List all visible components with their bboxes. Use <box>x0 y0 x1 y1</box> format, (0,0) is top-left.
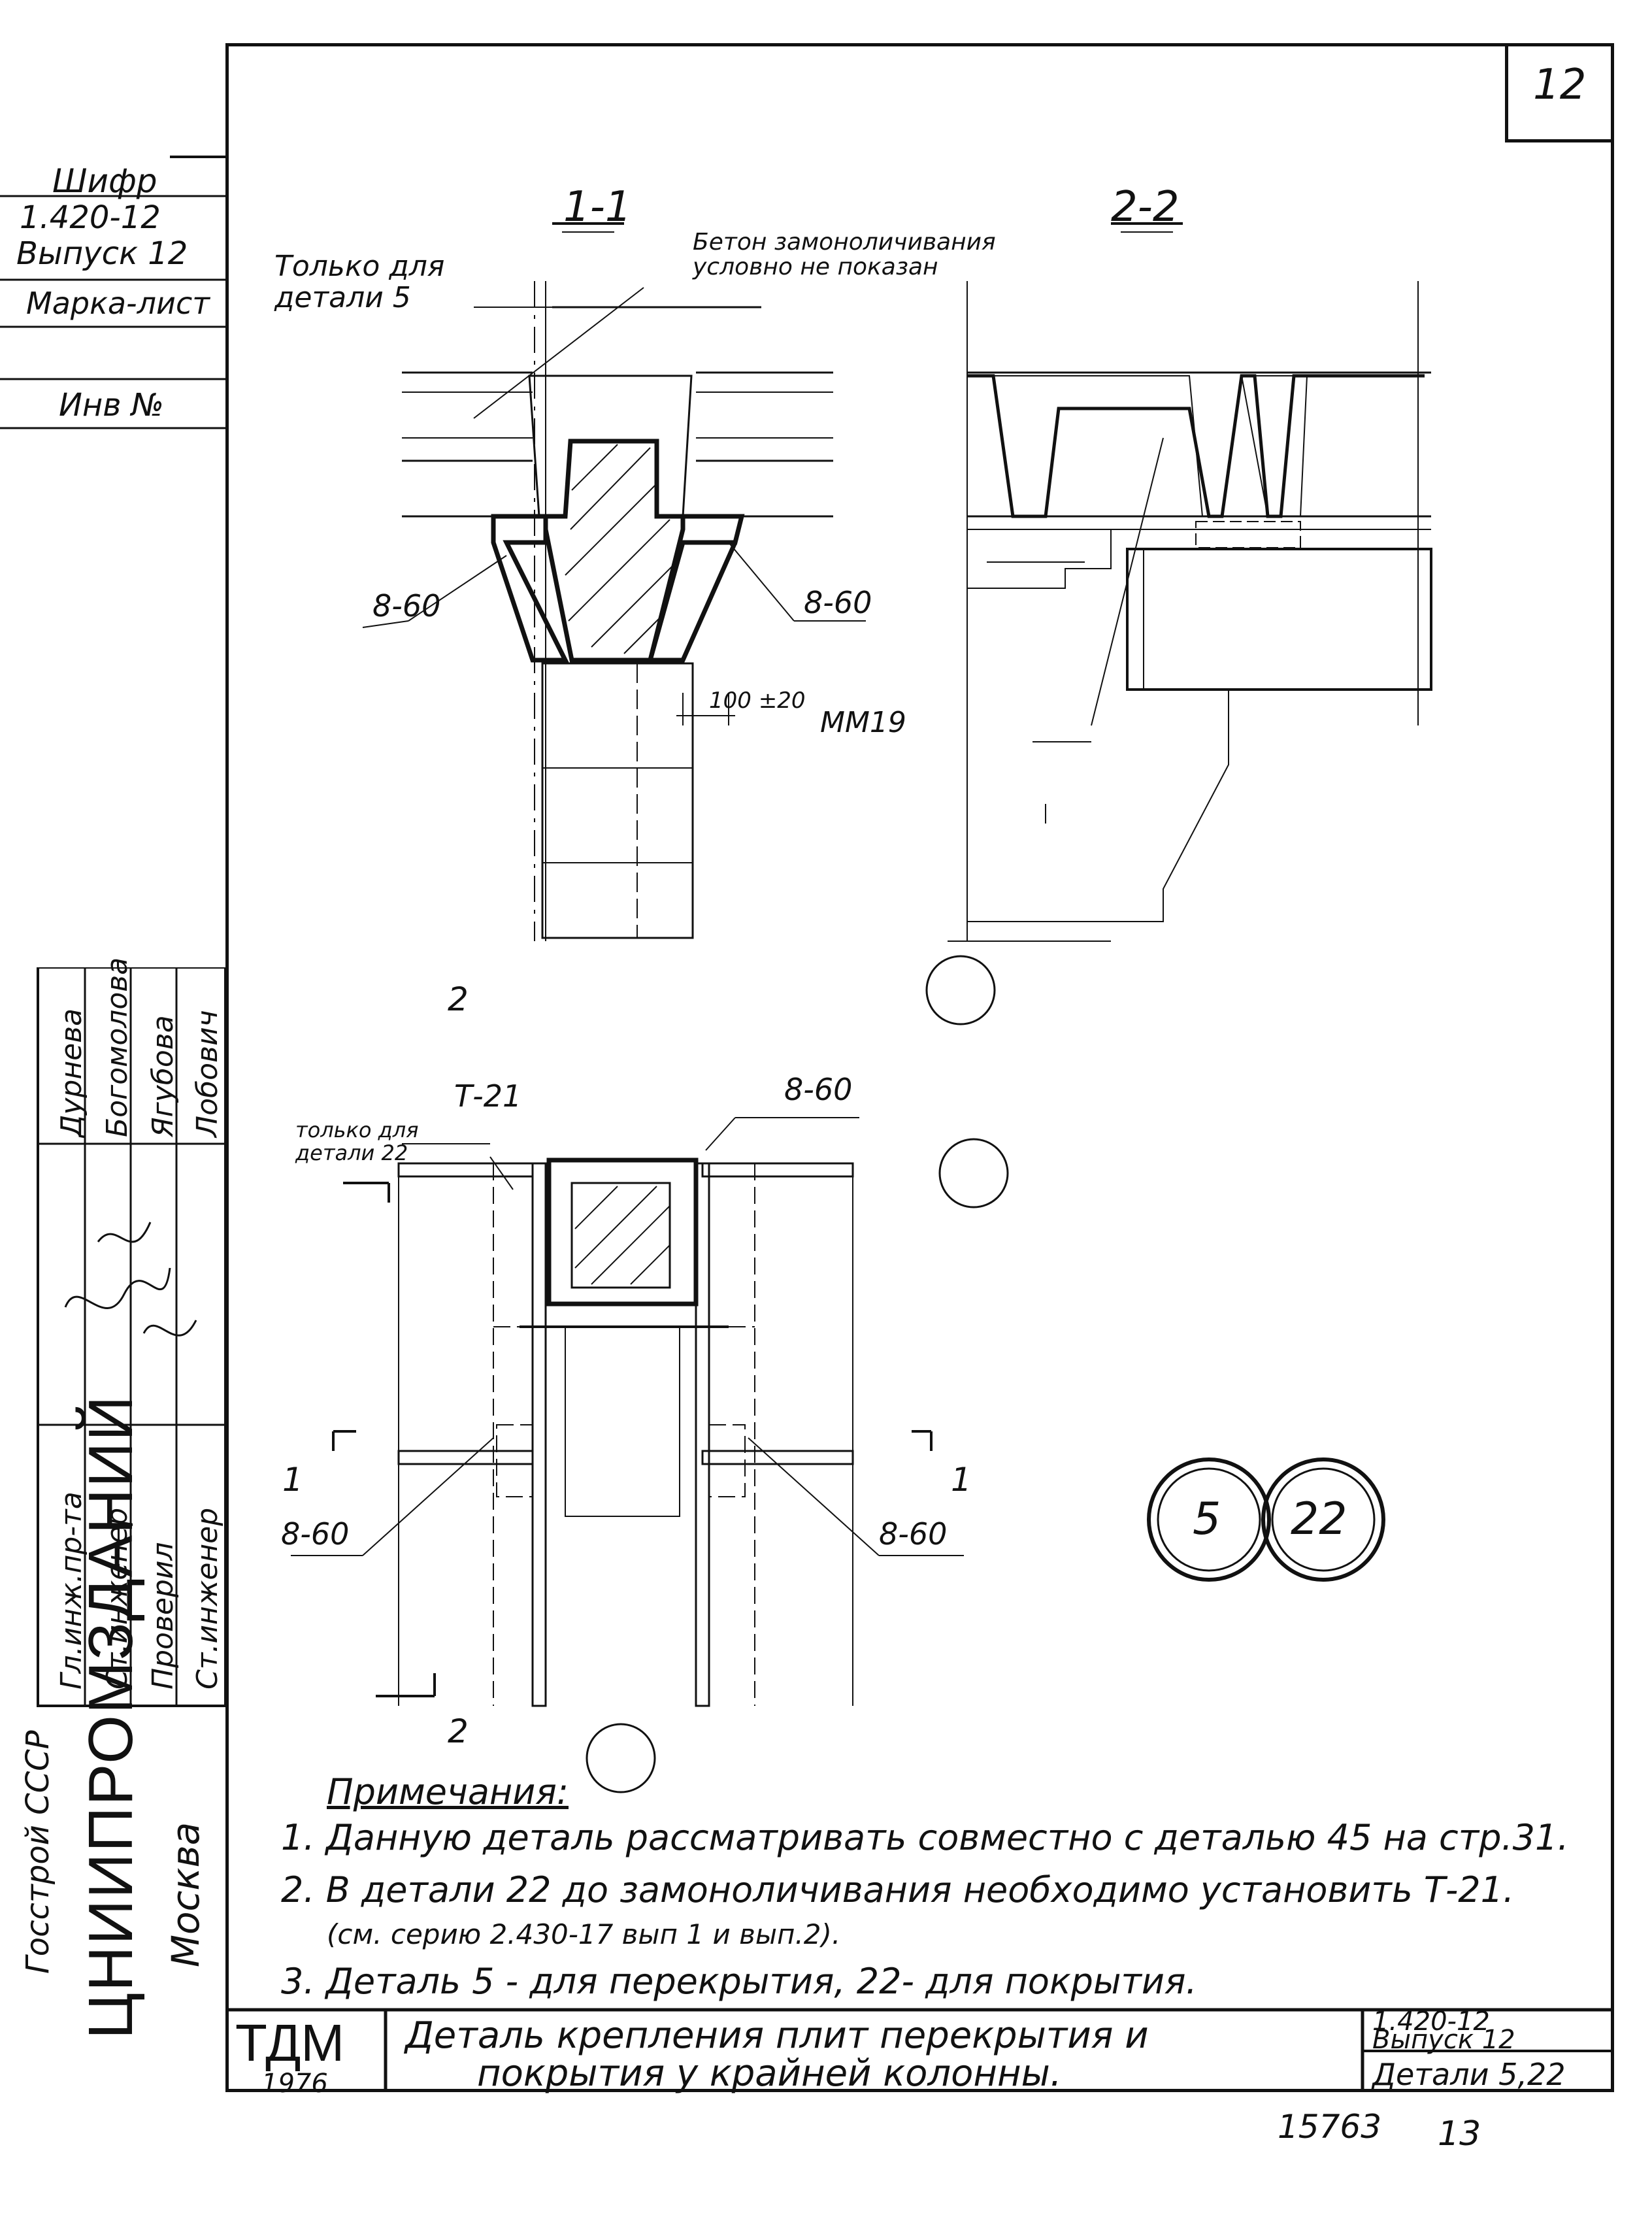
stamp-series: 1.420-12 <box>20 199 161 236</box>
name-3: Ягубова <box>146 1015 180 1137</box>
title-line-1: Деталь крепления плит перекрытия и <box>405 2014 1149 2057</box>
title-series: 1.420-12 <box>1372 2007 1490 2037</box>
organization-name: ЦНИИПРОМЗДАНИЙ <box>76 1394 146 2039</box>
note-3: 3. Деталь 5 - для перекрытия, 22- для по… <box>281 1961 1197 2002</box>
cut-mark-2-top: 2 <box>448 980 469 1018</box>
weld-label-plan-right: 8-60 <box>879 1516 948 1552</box>
detail-5-callout: 5 <box>1193 1493 1221 1545</box>
weld-label-plan-top: 8-60 <box>784 1072 853 1107</box>
role-4: Ст.инженер <box>191 1507 224 1690</box>
stamp-issue: Выпуск 12 <box>16 235 188 272</box>
only-detail5-line1: Только для <box>274 250 445 283</box>
weld-label-plan-left: 8-60 <box>281 1516 350 1552</box>
plan-view-drawing <box>291 1117 964 1707</box>
mark-sheet-label: Марка-лист <box>26 286 210 321</box>
page-number: 13 <box>1438 2114 1481 2154</box>
name-1: Дурнева <box>55 1008 88 1137</box>
name-4: Лобович <box>191 1010 224 1137</box>
title-issue: Выпуск 12 <box>1372 2025 1515 2055</box>
notes-heading: Примечания: <box>327 1771 569 1812</box>
embedded-part-label: ММ19 <box>820 706 906 739</box>
ministry: Госстрой СССР <box>20 1730 56 1974</box>
inv-label: Инв № <box>59 387 164 424</box>
section-1-1-drawing <box>362 222 866 941</box>
sheet-number: 12 <box>1533 61 1587 109</box>
only-detail5-line2: детали 5 <box>274 281 411 314</box>
note-2-ref: (см. серию 2.430-17 вып 1 и вып.2). <box>327 1918 841 1950</box>
cipher-label: Шифр <box>52 162 157 200</box>
publisher-logo: ТДМ <box>235 2014 345 2072</box>
detail-22-callout: 22 <box>1291 1493 1347 1545</box>
note-1: 1. Данную деталь рассматривать совместно… <box>281 1817 1569 1858</box>
signature-grid <box>37 967 225 1707</box>
inventory-number: 15763 <box>1278 2108 1382 2146</box>
drawing-frame <box>225 43 1614 2092</box>
weld-label-left: 8-60 <box>372 588 441 624</box>
cut-mark-1-left: 1 <box>282 1461 303 1499</box>
role-3: Проверил <box>146 1542 180 1690</box>
name-2: Богомолова <box>101 957 134 1137</box>
section-2-2-label: 2-2 <box>1111 183 1180 231</box>
cut-mark-2-bottom: 2 <box>448 1712 469 1750</box>
dimension-label: 100 ±20 <box>709 688 806 714</box>
title-line-2: покрытия у крайней колонны. <box>477 2052 1062 2095</box>
only-detail22-line2: детали 22 <box>295 1141 408 1165</box>
note-concrete: Бетон замоноличивания условно не показан <box>693 229 996 280</box>
section-2-2-drawing <box>948 222 1432 942</box>
title-year: 1976 <box>261 2069 328 2099</box>
sheet-number-box: 12 <box>1505 43 1614 142</box>
tie-label: Т-21 <box>454 1078 522 1114</box>
left-stamp-lines <box>0 156 225 429</box>
title-details: Детали 5,22 <box>1372 2057 1566 2092</box>
note-2: 2. В детали 22 до замоноличивания необхо… <box>281 1869 1515 1910</box>
weld-label-right: 8-60 <box>804 585 872 620</box>
city: Москва <box>163 1822 208 1967</box>
section-1-1-label: 1-1 <box>563 183 632 231</box>
cut-mark-1-right: 1 <box>951 1461 972 1499</box>
only-detail22-line1: только для <box>295 1118 419 1142</box>
